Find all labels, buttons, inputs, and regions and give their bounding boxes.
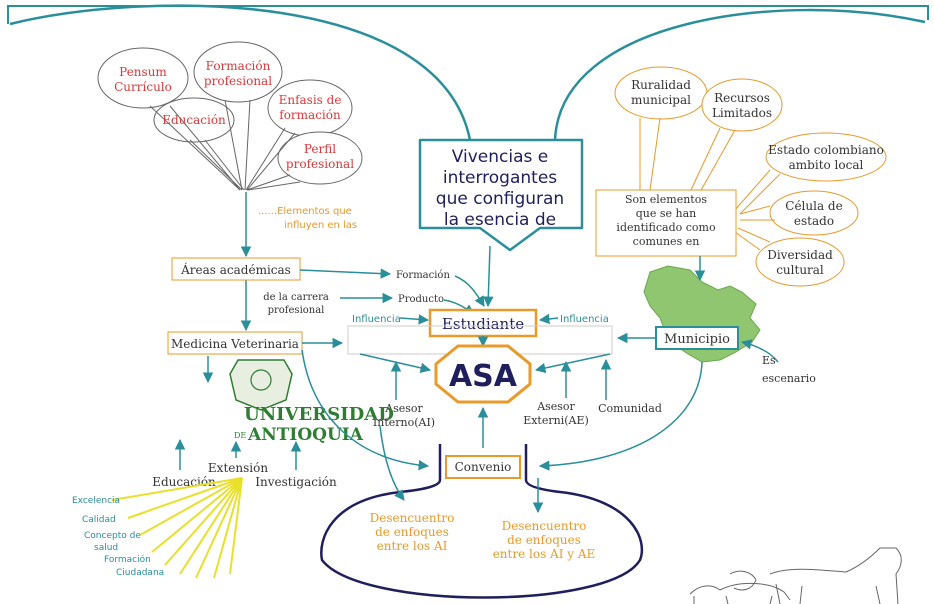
farm-animals-illustration [689, 547, 902, 604]
right-bubble-cluster [614, 66, 887, 287]
asesor-externo-1: Asesor [536, 400, 575, 413]
value-salud: salud [94, 543, 118, 553]
bubble-pensum [97, 47, 189, 109]
bubble-diversidad [755, 237, 845, 287]
value-excelencia: Excelencia [72, 496, 120, 506]
bubble-formacion [193, 41, 283, 103]
bubble-perfil [277, 131, 363, 185]
desencuentro-ai-3: entre los AI [377, 539, 448, 553]
university-antioquia: ANTIOQUIA [247, 425, 364, 445]
top-frame-line [7, 5, 929, 24]
bubble-text-perfil: Perfil [304, 142, 336, 156]
hen-icon [729, 570, 757, 591]
pig-icon [719, 582, 791, 604]
asa-octagon [434, 344, 532, 404]
right-arc [553, 8, 926, 141]
areas-box [171, 257, 301, 281]
escenario-text-1: Es [762, 354, 776, 367]
value-concepto: Concepto de [84, 531, 141, 541]
bubble-text-estado: Estado colombiano [768, 143, 884, 157]
left-bubble-cluster [97, 41, 363, 185]
desencuentro-aiae-1: Desencuentro [502, 519, 587, 533]
bubble-text-pensum: Pensum [119, 65, 167, 79]
right-box-text-4: comunes en [633, 235, 700, 248]
influencia-left: Influencia [352, 314, 401, 325]
bubble-text-enfasis: Enfasis de [279, 93, 342, 107]
medicina-label: Medicina Veterinaria [171, 337, 299, 351]
desencuentro-ai-2: de enfoques [375, 525, 449, 539]
bubble-text-ruralidad: Ruralidad [631, 78, 691, 92]
desencuentro-aiae-3: entre los AI y AE [493, 547, 596, 561]
formacion-label: Formación [396, 270, 450, 281]
escenario-text-2: escenario [762, 372, 816, 385]
bubble-text-recursos: Recursos [714, 91, 770, 105]
estudiante-box [428, 308, 538, 338]
yellow-rays [111, 477, 243, 579]
center-text-4: la esencia de [444, 210, 556, 230]
bubble-text-ambito: ambito local [789, 158, 864, 172]
bubble-text-estado2: estado [794, 214, 834, 228]
bubble-educacion [153, 97, 235, 143]
asesor-externo-2: Externi(AE) [523, 414, 589, 427]
extension-label: Extensión [208, 461, 268, 475]
comunidad-label: Comunidad [598, 402, 662, 415]
influencia-right: Influencia [560, 314, 609, 325]
bubble-text-diversidad: Diversidad [767, 248, 833, 262]
convenio-label: Convenio [455, 460, 512, 474]
right-box [595, 189, 737, 257]
desencuentro-aiae-2: de enfoques [507, 533, 581, 547]
value-ciudadana: Ciudadana [116, 568, 164, 578]
university-seal-icon [229, 359, 293, 411]
bubble-estado [765, 132, 887, 182]
bubble-recursos [701, 78, 783, 132]
asesor-interno-1: Asesor [384, 402, 423, 415]
municipio-label: Municipio [664, 332, 730, 347]
desencuentro-ai-1: Desencuentro [370, 511, 455, 525]
areas-label: Áreas académicas [180, 262, 291, 277]
bubble-celula [769, 190, 859, 236]
investigacion-label: Investigación [255, 475, 337, 489]
right-bubble-tails [639, 117, 781, 251]
center-text-3: que configuran [436, 189, 564, 209]
right-box-text-3: identificado como [616, 221, 716, 234]
carrera-text-2: profesional [268, 305, 325, 316]
convenio-box [445, 455, 521, 479]
center-box [418, 138, 584, 252]
cow-icon [769, 547, 902, 604]
value-formacion: Formación [104, 554, 151, 565]
asa-label: ASA [449, 359, 518, 394]
bubble-text-celula: Célula de [785, 199, 842, 213]
asesor-interno-2: Interno(AI) [373, 416, 435, 429]
producto-label: Producto [398, 294, 444, 305]
bubble-text-cultural: cultural [776, 263, 824, 277]
goat-icon [689, 585, 721, 604]
bubble-text-limitados: Limitados [712, 106, 772, 120]
bubble-text-profesional: profesional [204, 74, 272, 88]
bubble-text-municipal: municipal [631, 93, 691, 107]
center-text-1: Vivencias e [452, 147, 548, 167]
university-logo: UNIVERSIDAD DE ANTIOQUIA [229, 359, 394, 445]
carrera-text-1: de la carrera [263, 292, 329, 303]
influence-note-line2: influyen en las [284, 220, 357, 231]
right-box-text-2: que se han [636, 207, 697, 220]
value-calidad: Calidad [82, 515, 116, 525]
left-bubble-tails [149, 99, 301, 191]
bubble-text-curriculo: Currículo [114, 80, 172, 94]
bubble-text-formacion: Formación [206, 59, 271, 73]
right-box-text-1: Son elementos [625, 193, 707, 206]
left-arc [9, 4, 472, 141]
bubble-text-perfil-profesional: profesional [286, 157, 354, 171]
bubble-text-formacion2: formación [279, 108, 341, 122]
center-text-2: interrogantes [443, 168, 557, 188]
university-name: UNIVERSIDAD [244, 404, 394, 425]
university-de: DE [234, 431, 246, 440]
estudiante-label: Estudiante [442, 315, 524, 333]
influence-note-line1: ......Elementos que [258, 206, 352, 217]
bubble-text-educacion: Educación [162, 113, 226, 127]
